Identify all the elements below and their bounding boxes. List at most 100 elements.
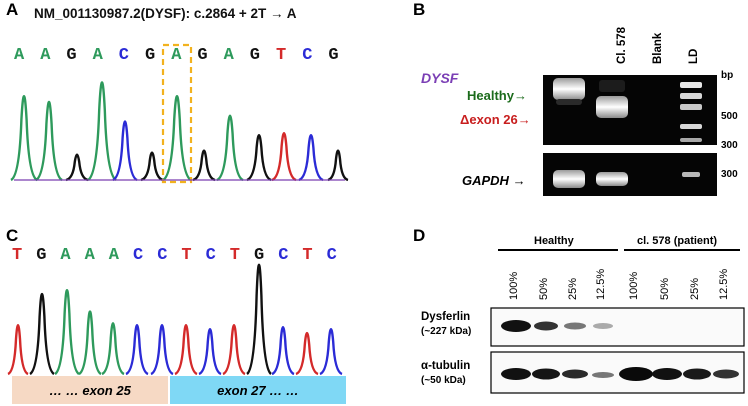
seq-a-base-11: T <box>276 46 287 65</box>
exon-25-label: … … exon 25 <box>49 382 131 398</box>
seq-a-base-7: A <box>171 46 182 65</box>
tubulin-band-h50 <box>532 368 560 380</box>
seq-c-base-9: C <box>205 246 216 265</box>
seq-a-base-4: A <box>92 46 103 65</box>
ladder-band-2 <box>680 93 702 99</box>
chrom-c-peak-12 <box>271 326 295 376</box>
seq-c-base-2: G <box>36 246 47 265</box>
marker-300-label: 300 <box>721 140 738 151</box>
seq-c-base-10: T <box>229 246 240 265</box>
gel-band-cl578-smear <box>599 80 625 92</box>
chrom-a-peak-9 <box>216 114 244 182</box>
chrom-a-peak-3 <box>65 153 89 182</box>
panel-b-letter: B <box>413 0 426 19</box>
tubulin-size-label: (~50 kDa) <box>421 375 466 386</box>
seq-c-base-7: C <box>157 246 168 265</box>
chrom-a-peak-10 <box>246 133 272 182</box>
chrom-c-peak-2 <box>29 292 55 376</box>
healthy-band-label: Healthy→ <box>467 88 527 103</box>
ladder-band-5 <box>680 138 702 142</box>
chrom-c-peak-4 <box>78 310 102 376</box>
dilution-label-8: 12.5% <box>718 268 730 300</box>
seq-c-base-5: A <box>108 246 119 265</box>
panel-a-letter: A <box>6 0 19 19</box>
chrom-c-peak-6 <box>125 324 149 376</box>
dilution-label-5: 100% <box>628 271 640 300</box>
seq-c-base-3: A <box>60 246 71 265</box>
seq-a-base-9: A <box>223 46 234 65</box>
exon26-band-label: Δexon 26→ <box>460 112 531 127</box>
tubulin-band-h25 <box>562 369 588 379</box>
ladder-band-1 <box>680 82 702 88</box>
blot-dysferlin <box>490 307 745 347</box>
tubulin-band-p25 <box>683 368 711 380</box>
dysferlin-label: Dysferlin <box>421 311 471 323</box>
gapdh-name: GAPDH <box>462 173 509 188</box>
seq-c-base-13: T <box>302 246 313 265</box>
gapdh-band-healthy <box>553 170 585 188</box>
dilution-label-1: 100% <box>508 271 520 300</box>
dysferlin-size-label: (~227 kDa) <box>421 326 472 337</box>
dysferlin-band-100 <box>501 320 531 332</box>
seq-c-base-6: C <box>133 246 144 265</box>
dysferlin-band-12 <box>593 323 613 329</box>
group-label-healthy: Healthy <box>534 235 574 247</box>
panel-c-letter: C <box>6 226 19 245</box>
chrom-c-peak-3 <box>54 289 80 376</box>
gel-band-healthy-smear <box>556 99 582 105</box>
gapdh-ladder-band <box>682 172 700 177</box>
tubulin-band-p100 <box>619 367 653 381</box>
tubulin-band-h12 <box>592 372 614 378</box>
tubulin-band-p12 <box>713 369 739 379</box>
seq-c-base-4: A <box>84 246 95 265</box>
chrom-c-peak-14 <box>319 327 343 376</box>
chrom-c-peak-8 <box>174 324 198 376</box>
seq-c-base-14: C <box>326 246 337 265</box>
tubulin-band-p50 <box>652 368 682 380</box>
chrom-a-peak-13 <box>327 149 349 182</box>
seq-a-base-3: G <box>66 46 77 65</box>
panel-d-letter: D <box>413 226 426 245</box>
gel-band-cl578 <box>596 96 628 118</box>
exon-27-label: exon 27 … … <box>217 382 299 398</box>
seq-c-base-11: G <box>254 246 265 265</box>
chrom-a-peak-4 <box>87 81 117 182</box>
exon-27-box: exon 27 … … <box>170 376 346 404</box>
marker-300-gapdh-label: 300 <box>721 169 738 180</box>
chrom-a-peak-2 <box>35 100 63 182</box>
gapdh-arrow: → <box>512 173 526 188</box>
chrom-c-peak-7 <box>150 324 174 376</box>
seq-a-base-10: G <box>249 46 260 65</box>
chrom-a-peak-8 <box>192 149 216 182</box>
dysferlin-band-25 <box>564 322 586 330</box>
chrom-c-peak-13 <box>295 331 319 376</box>
seq-a-base-6: G <box>145 46 156 65</box>
seq-a-base-1: A <box>14 46 25 65</box>
exon-25-box: … … exon 25 <box>12 376 168 404</box>
chrom-a-peak-7 <box>162 95 192 182</box>
dilution-label-3: 25% <box>567 277 579 300</box>
chrom-a-peak-12 <box>298 133 324 182</box>
ladder-band-4 <box>680 124 702 129</box>
dysf-gene-label: DYSF <box>421 70 459 86</box>
chrom-c-peak-5 <box>101 322 125 376</box>
gapdh-band-cl578 <box>596 172 628 186</box>
seq-c-base-1: T <box>12 246 23 265</box>
seq-a-base-5: C <box>118 46 129 65</box>
mutation-title: NM_001130987.2(DYSF): c.2864 + 2T → A <box>34 6 297 21</box>
chrom-c-peak-9 <box>198 327 222 376</box>
dilution-label-7: 25% <box>689 277 701 300</box>
chrom-c-peak-10 <box>222 324 246 376</box>
dilution-label-6: 50% <box>659 277 671 300</box>
dysferlin-band-50 <box>534 321 558 331</box>
chrom-c-peak-11 <box>246 263 272 375</box>
bp-unit-label: bp <box>721 70 734 81</box>
chrom-a-peak-5 <box>112 120 138 182</box>
chrom-c-peak-1 <box>7 324 29 376</box>
seq-a-base-2: A <box>40 46 51 65</box>
seq-c-base-8: T <box>181 246 192 265</box>
